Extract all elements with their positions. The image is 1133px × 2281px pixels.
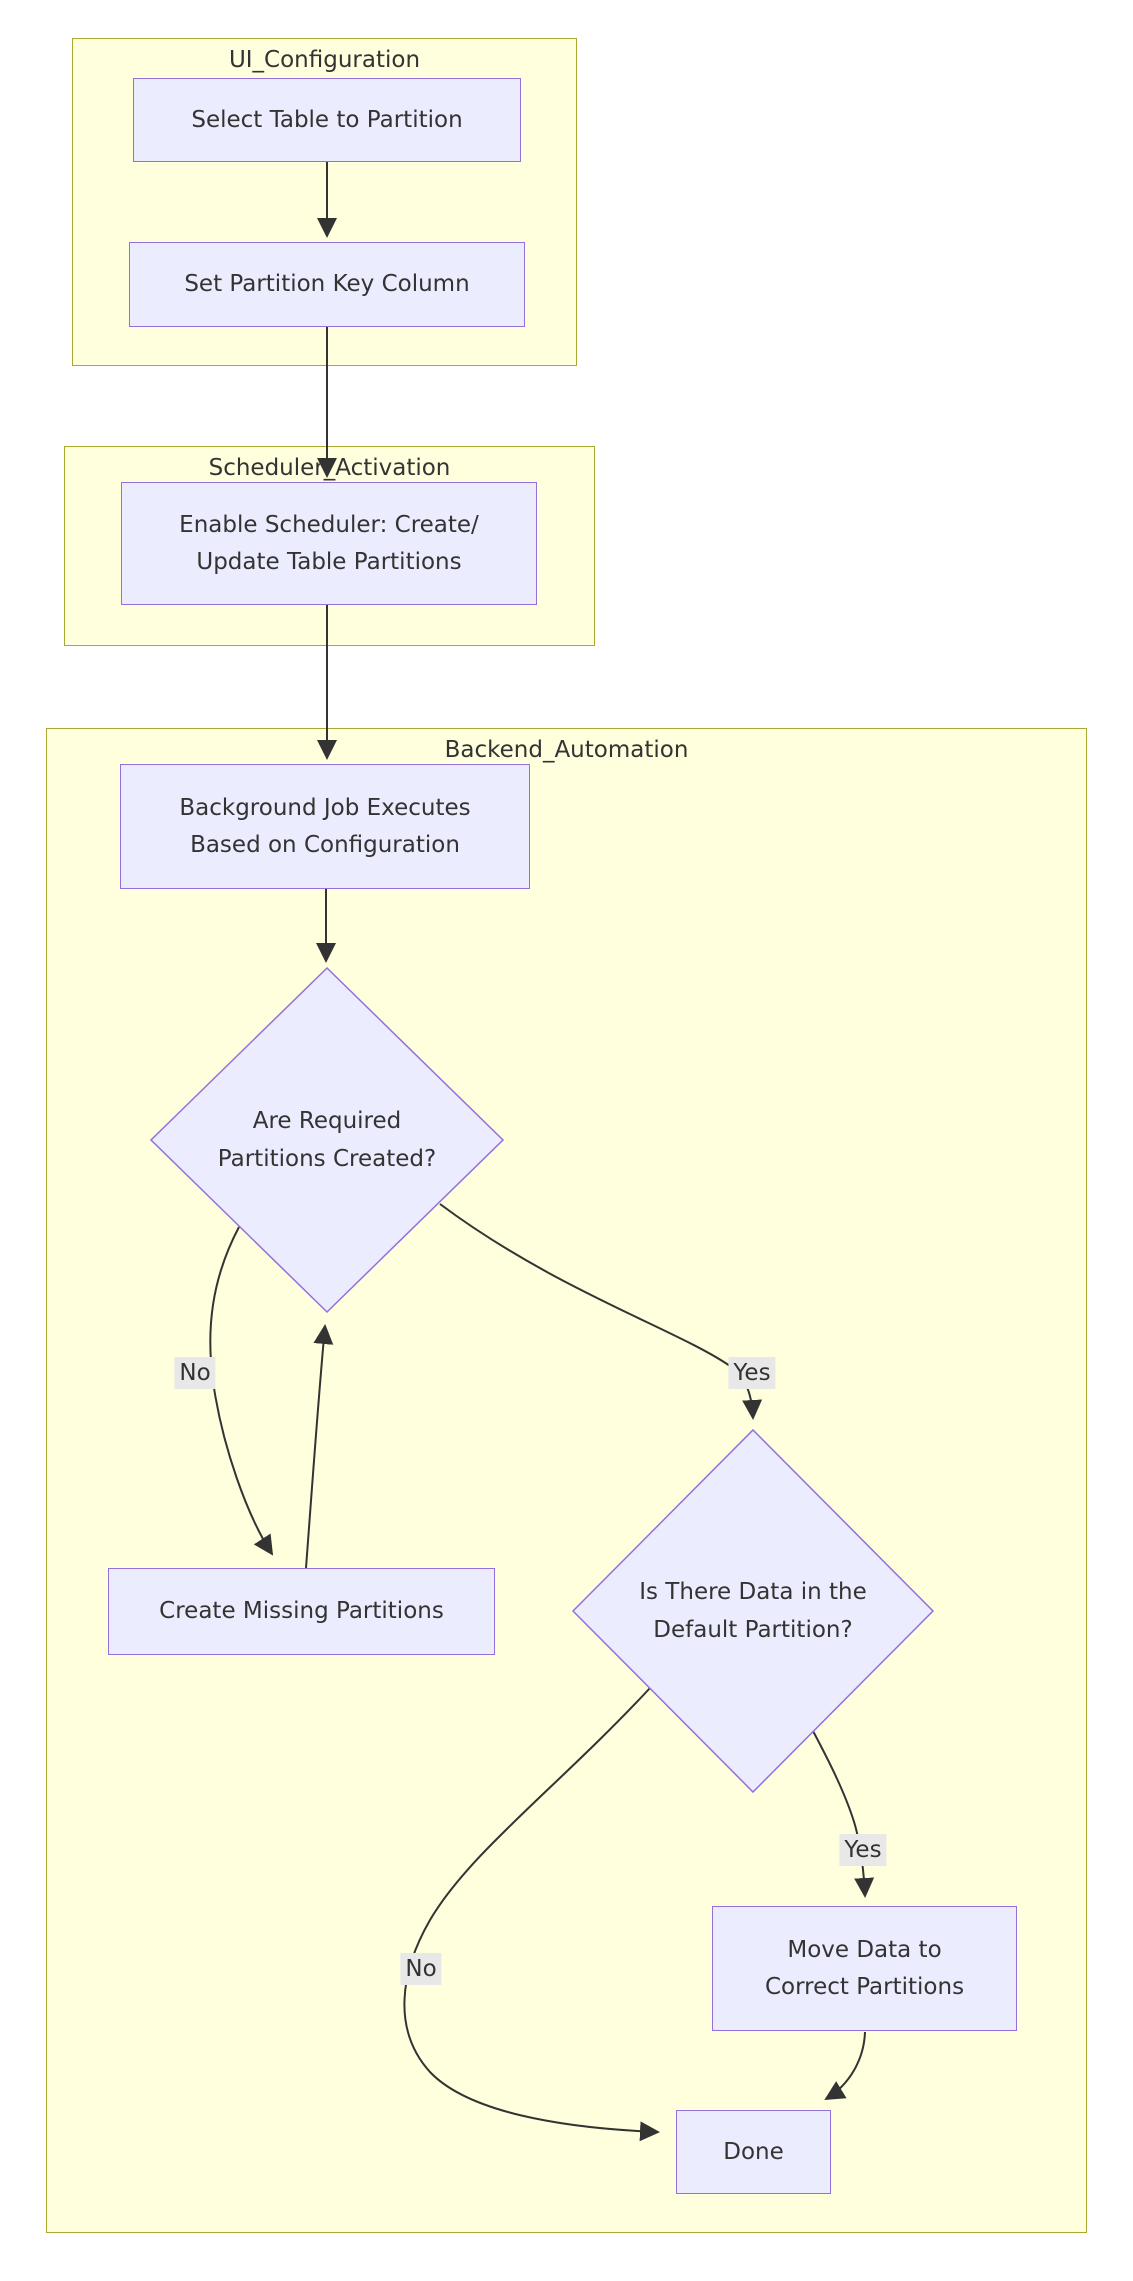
edge-partitions-created-yes-to-data-in-default bbox=[439, 1203, 763, 1420]
decision-data-in-default bbox=[571, 1428, 935, 1794]
edge-data-in-default-yes-to-move-data bbox=[812, 1730, 875, 1898]
node-create-missing-label: Create Missing Partitions bbox=[159, 1598, 444, 1624]
node-move-data-line2: Correct Partitions bbox=[764, 1973, 965, 2000]
edge-label-yes-partitions: Yes bbox=[728, 1357, 776, 1389]
node-select-table-label: Select Table to Partition bbox=[191, 106, 463, 133]
node-enable-scheduler-line1: Enable Scheduler: Create/ bbox=[179, 511, 479, 538]
node-enable-scheduler-line2: Update Table Partitions bbox=[196, 548, 462, 575]
node-set-partition-key-label: Set Partition Key Column bbox=[184, 271, 470, 297]
node-select-table: Select Table to Partition bbox=[133, 78, 521, 162]
edge-move-data-to-done bbox=[824, 2031, 866, 2101]
decision-partitions-created-text: Are Required Partitions Created? bbox=[177, 1098, 477, 1182]
cluster-title-ui-configuration: UI_Configuration bbox=[228, 47, 421, 73]
edge-label-no-partitions: No bbox=[174, 1357, 216, 1389]
decision-data-in-default-line1: Is There Data in the bbox=[639, 1579, 867, 1605]
node-move-data-line1: Move Data to bbox=[787, 1936, 942, 1963]
edge-label-no-default-data: No bbox=[400, 1953, 442, 1985]
edge-create-missing-to-partitions-created bbox=[305, 1324, 334, 1569]
edge-data-in-default-no-to-done bbox=[403, 1687, 660, 2142]
node-set-partition-key: Set Partition Key Column bbox=[129, 242, 525, 327]
node-background-job: Background Job Executes Based on Configu… bbox=[120, 764, 530, 889]
node-done-label: Done bbox=[723, 2138, 784, 2165]
decision-data-in-default-text: Is There Data in the Default Partition? bbox=[603, 1569, 903, 1653]
decision-partitions-created-line1: Are Required bbox=[252, 1108, 402, 1134]
edge-label-yes-default-data: Yes bbox=[839, 1834, 887, 1866]
edge-partitions-created-no-to-create-missing bbox=[209, 1226, 274, 1556]
decision-partitions-created bbox=[149, 966, 505, 1314]
node-create-missing: Create Missing Partitions bbox=[108, 1568, 495, 1655]
node-background-job-line1: Background Job Executes bbox=[179, 794, 471, 821]
node-enable-scheduler: Enable Scheduler: Create/ Update Table P… bbox=[121, 482, 537, 605]
decision-partitions-created-line2: Partitions Created? bbox=[217, 1146, 437, 1172]
node-done: Done bbox=[676, 2110, 831, 2194]
node-background-job-line2: Based on Configuration bbox=[190, 831, 460, 858]
decision-data-in-default-line2: Default Partition? bbox=[653, 1617, 853, 1643]
cluster-title-backend-automation: Backend_Automation bbox=[444, 737, 689, 763]
node-move-data: Move Data to Correct Partitions bbox=[712, 1906, 1017, 2031]
